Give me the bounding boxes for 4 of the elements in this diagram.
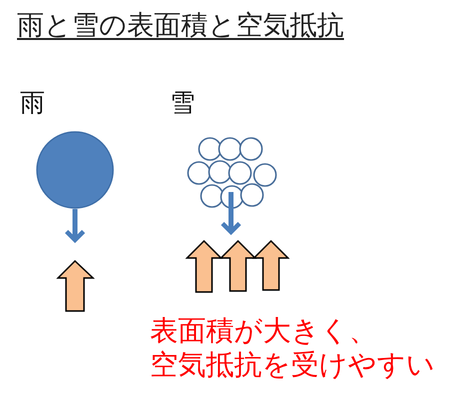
note-text: 表面積が大きく、空気抵抗を受けやすい xyxy=(150,314,436,382)
label: 雨 xyxy=(20,88,45,118)
label: 雪 xyxy=(170,88,195,118)
title: 雨と雪の表面積と空気抵抗 xyxy=(17,10,344,42)
